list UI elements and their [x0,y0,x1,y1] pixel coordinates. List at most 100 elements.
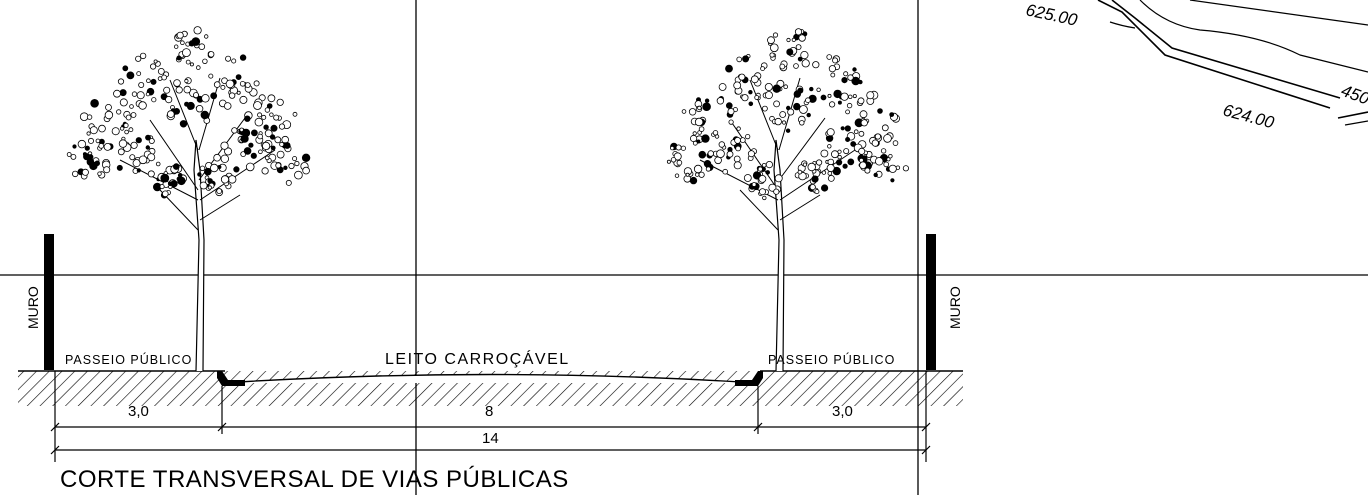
foliage-leaf [207,178,213,184]
foliage-leaf [157,68,165,75]
foliage-leaf [157,76,163,81]
foliage-leaf [151,97,157,103]
foliage-leaf [718,83,727,91]
foliage-leaf [276,150,285,159]
foliage-leaf [213,81,221,88]
foliage-leaf [702,102,711,111]
foliage-leaf [87,154,94,160]
foliage-leaf [707,150,714,157]
foliage-leaf [269,112,274,117]
foliage-leaf [138,82,145,89]
foliage-leaf [233,166,240,173]
foliage-leaf [767,36,775,45]
foliage-leaf [263,124,269,130]
foliage-leaf [798,34,806,42]
foliage-leaf [235,74,242,80]
foliage-leaf [117,78,125,85]
foliage-leaf [704,98,710,103]
foliage-leaf [881,124,889,132]
tree-left [66,26,311,372]
foliage-leaf [225,55,232,62]
foliage-leaf [698,126,705,132]
foliage-leaf [712,130,719,136]
foliage-leaf [123,122,129,129]
foliage-leaf [292,156,298,162]
foliage-leaf [828,65,837,73]
foliage-leaf [847,158,855,166]
foliage-leaf [826,163,835,172]
foliage-leaf [837,100,842,105]
foliage-leaf [886,157,891,162]
foliage-leaf [748,101,754,107]
foliage-leaf [165,96,173,104]
foliage-leaf [841,77,848,84]
foliage-leaf [725,64,733,73]
foliage-leaf [118,139,128,148]
foliage-leaf [806,112,811,118]
foliage-leaf [292,111,298,117]
foliage-leaf [774,117,782,126]
foliage-leaf [173,108,181,115]
foliage-leaf [718,141,725,148]
foliage-leaf [751,182,757,187]
foliage-leaf [892,140,899,146]
foliage-leaf [772,84,781,93]
foliage-leaf [200,110,209,120]
foliage-leaf [150,78,157,85]
foliage-leaf [135,55,142,62]
foliage-leaf [743,174,752,182]
foliage-leaf [833,89,842,99]
foliage-leaf [81,168,89,176]
foliage-leaf [136,91,145,100]
foliage-leaf [689,134,698,143]
foliage-leaf [126,71,135,80]
foliage-leaf [285,179,292,186]
foliage-leaf [809,184,816,191]
foliage-leaf [765,170,770,175]
foliage-leaf [258,149,263,155]
foliage-leaf [269,134,276,140]
foliage-leaf [750,75,759,84]
foliage-leaf [826,54,832,60]
foliage-leaf [176,31,184,39]
foliage-leaf [250,152,257,159]
foliage-leaf [845,109,850,115]
foliage-leaf [119,89,127,97]
foliage-leaf [66,152,72,157]
foliage-leaf [857,97,865,105]
foliage-leaf [261,141,271,150]
foliage-leaf [680,145,687,151]
foliage-leaf [281,135,290,144]
foliage-leaf [145,145,150,150]
foliage-leaf [739,137,746,144]
foliage-leaf [253,101,262,110]
foliage-leaf [239,81,246,87]
foliage-leaf [741,94,749,102]
foliage-leaf [733,81,742,90]
foliage-leaf [783,84,788,89]
foliage-leaf [179,120,188,128]
foliage-leaf [842,163,848,169]
terrain-contours [1097,0,1368,126]
foliage-leaf [666,159,671,164]
foliage-leaf [270,126,276,131]
foliage-leaf [860,119,868,127]
foliage-leaf [270,145,276,151]
contour-label-upper: 625.00 [1024,0,1079,30]
foliage-leaf [890,178,895,183]
foliage-leaf [130,112,137,118]
foliage-leaf [795,44,802,50]
foliage-leaf [207,185,212,190]
foliage-leaf [116,164,123,171]
foliage-leaf [150,63,157,70]
foliage-leaf [239,127,244,132]
foliage-leaf [698,171,705,178]
foliage-leaf [816,87,821,92]
foliage-leaf [877,108,883,114]
foliage-leaf [240,134,249,143]
foliage-leaf [859,161,867,170]
foliage-leaf [797,169,803,175]
foliage-leaf [198,43,206,50]
foliage-leaf [119,98,128,107]
